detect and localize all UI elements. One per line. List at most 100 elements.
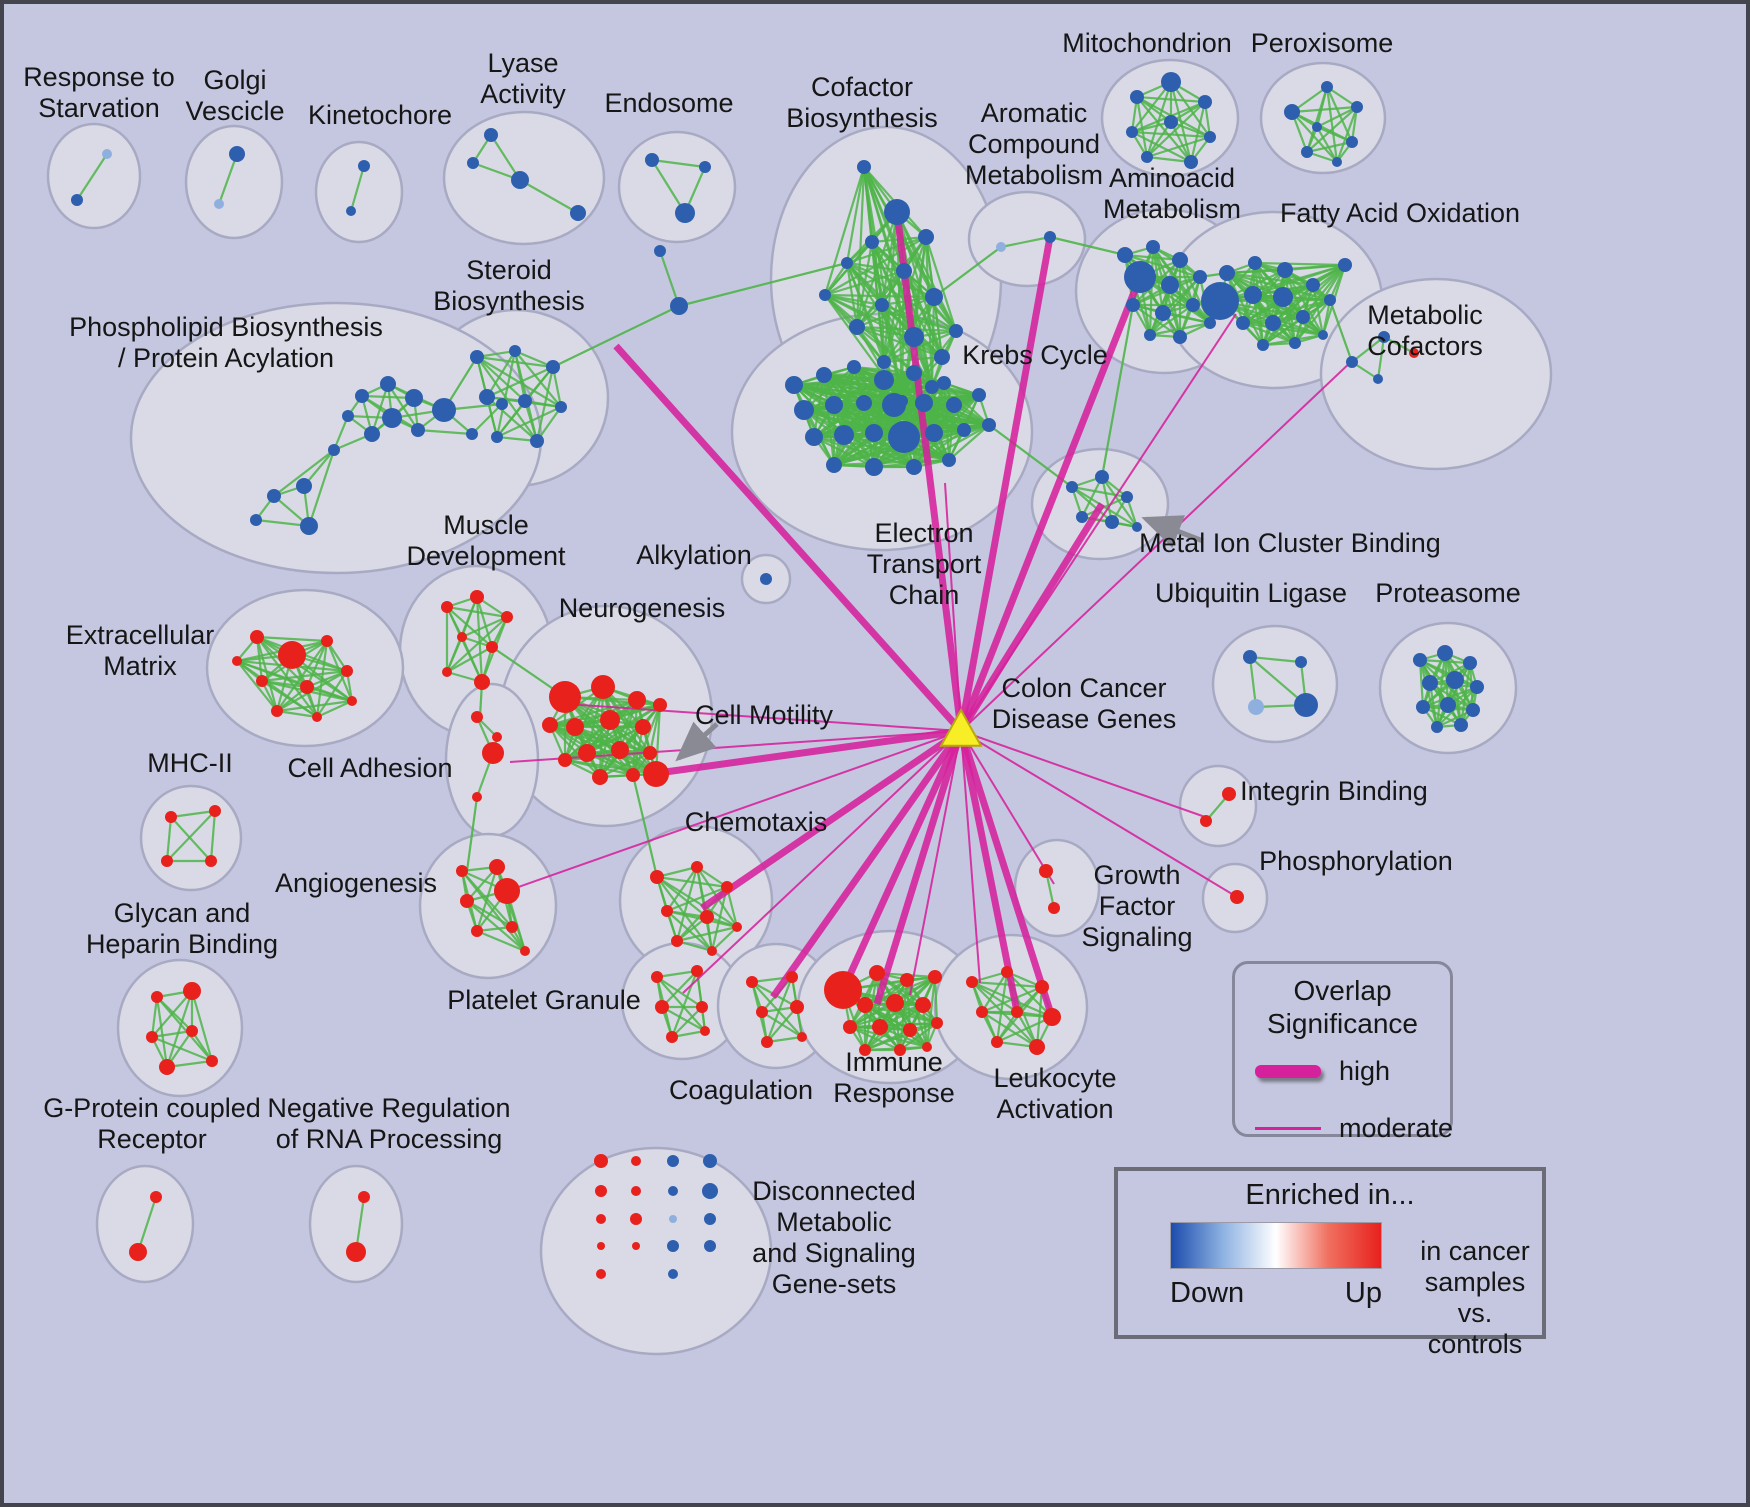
gene-set-edge xyxy=(1306,106,1358,153)
enriched-legend-body: Down Up in cancer samples vs. controls xyxy=(1118,1222,1542,1360)
gene-set-node xyxy=(341,665,353,677)
gene-set-edge xyxy=(856,295,935,329)
gene-set-node xyxy=(865,235,879,249)
gene-set-node xyxy=(761,1036,773,1048)
gene-set-edge xyxy=(136,1196,158,1253)
gene-set-node xyxy=(159,1059,175,1075)
gene-set-node xyxy=(1184,155,1198,169)
gene-set-node xyxy=(882,393,906,417)
cluster-growth-factor-signaling xyxy=(1013,838,1101,938)
gene-set-node xyxy=(1373,374,1383,384)
gene-set-node xyxy=(1289,337,1301,349)
gene-set-edge xyxy=(495,350,517,438)
gene-set-node xyxy=(321,635,333,647)
gene-set-node xyxy=(794,400,814,420)
gene-set-node xyxy=(1144,329,1156,341)
gene-set-node xyxy=(300,517,318,535)
gene-set-edge xyxy=(656,976,706,1032)
gene-set-node xyxy=(549,681,581,713)
gene-set-node xyxy=(976,1006,988,1018)
gene-set-edge xyxy=(1145,81,1173,158)
gene-set-edge xyxy=(1081,495,1128,519)
gene-set-node xyxy=(949,324,963,338)
pointer-arrow xyxy=(1141,515,1204,548)
gene-set-edge xyxy=(879,1004,924,1028)
gene-set-node xyxy=(186,1025,198,1037)
gene-set-edge xyxy=(475,866,499,932)
gene-set-node xyxy=(746,976,758,988)
gene-set-node xyxy=(1463,656,1477,670)
gene-set-node xyxy=(1446,671,1464,689)
gene-set-node xyxy=(271,705,283,717)
gene-set-edge xyxy=(1316,126,1338,163)
gene-set-edge xyxy=(1146,135,1211,159)
gene-set-node xyxy=(626,768,640,782)
gene-set-node xyxy=(865,458,883,476)
gene-set-edge xyxy=(236,660,318,718)
gene-set-node xyxy=(1105,515,1119,529)
gene-set-node xyxy=(594,1154,608,1168)
gene-set-edge xyxy=(846,261,905,273)
gene-set-node xyxy=(670,297,688,315)
gene-set-node xyxy=(925,288,943,306)
gene-set-node xyxy=(380,376,396,392)
gene-set-edge xyxy=(656,876,708,918)
gene-set-node xyxy=(346,1242,366,1262)
gene-set-node xyxy=(942,453,956,467)
gene-set-node xyxy=(1321,81,1333,93)
cluster-ubiquitin-ligase xyxy=(1211,624,1339,744)
gene-set-edge xyxy=(446,646,493,673)
gene-set-node xyxy=(165,811,177,823)
overlap-edge-moderate xyxy=(506,730,962,892)
inter-cluster-edge xyxy=(933,246,1002,298)
overlap-edge-high xyxy=(613,343,964,734)
gene-set-node xyxy=(1035,980,1049,994)
gene-set-node xyxy=(1248,256,1262,270)
gene-set-edge xyxy=(824,293,957,333)
gene-set-node xyxy=(1161,72,1181,92)
gene-set-node xyxy=(645,153,659,167)
gene-set-edge xyxy=(486,350,516,398)
overlap-edge-moderate xyxy=(565,703,962,732)
gene-set-edge xyxy=(1081,476,1103,518)
overlap-edge-high xyxy=(657,727,962,777)
gene-set-node xyxy=(915,997,931,1013)
gene-set-edge xyxy=(824,294,943,358)
gene-set-node xyxy=(1236,316,1250,330)
gene-set-node xyxy=(790,1000,804,1014)
gene-set-node xyxy=(466,428,478,440)
gene-set-node xyxy=(834,425,854,445)
gene-set-node xyxy=(1294,693,1318,717)
gene-set-edge xyxy=(76,153,108,201)
gene-set-edge xyxy=(1131,81,1172,133)
gene-set-node xyxy=(1066,481,1078,493)
gene-set-node xyxy=(484,128,498,142)
gene-set-edge xyxy=(1242,321,1324,337)
gene-set-node xyxy=(102,149,112,159)
gene-set-node xyxy=(1155,305,1171,321)
overlap-edge-high xyxy=(893,211,965,732)
gene-set-node xyxy=(347,696,357,706)
gene-set-edge xyxy=(824,269,905,297)
gene-set-edge xyxy=(996,1015,1053,1044)
gene-set-edge xyxy=(1316,125,1353,144)
gene-set-node xyxy=(630,1213,642,1225)
gene-set-edge xyxy=(165,990,194,1068)
overlap-significance-legend: Overlap Significance high moderate xyxy=(1232,961,1453,1143)
gene-set-edge xyxy=(666,885,728,913)
gene-set-node xyxy=(928,970,942,984)
label-kinetochore: Kinetochore xyxy=(308,100,452,130)
gene-set-node xyxy=(653,698,667,712)
gene-set-edge xyxy=(599,752,651,778)
gene-set-edge xyxy=(261,669,348,683)
gene-set-node xyxy=(460,894,474,908)
enriched-note: in cancer samples vs. controls xyxy=(1408,1236,1542,1360)
gene-set-node xyxy=(1244,286,1262,304)
gene-set-edge xyxy=(648,704,662,754)
inter-cluster-edge xyxy=(1049,235,1126,257)
gene-set-edge xyxy=(170,809,216,819)
